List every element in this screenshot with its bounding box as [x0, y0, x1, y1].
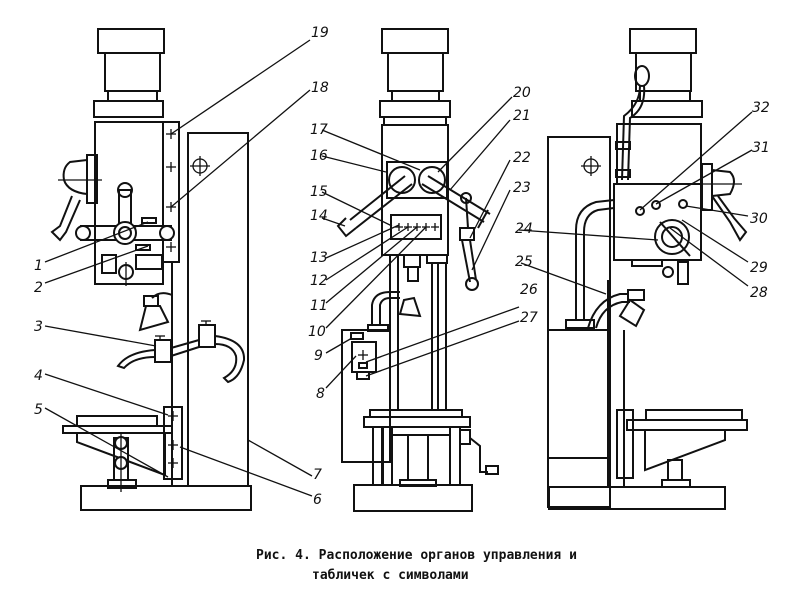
callout-31: 31: [752, 140, 770, 156]
motor-body: [104, 52, 161, 92]
figure-caption-line2: табличек с символами: [312, 568, 469, 583]
callout-4: 4: [34, 368, 43, 384]
callout-22: 22: [513, 150, 531, 166]
callout-10: 10: [308, 324, 326, 340]
callout-20: 20: [513, 85, 531, 101]
callout-5: 5: [34, 402, 43, 418]
front-view: [336, 28, 499, 512]
callout-6: 6: [313, 492, 322, 508]
callout-29: 29: [750, 260, 768, 276]
callout-21: 21: [513, 108, 531, 124]
spindle-head: [94, 121, 164, 285]
callout-13: 13: [310, 250, 328, 266]
callout-32: 32: [752, 100, 770, 116]
callout-8: 8: [316, 386, 325, 402]
callout-9: 9: [314, 348, 323, 364]
base: [80, 485, 252, 511]
callout-2: 2: [34, 280, 43, 296]
left-side-view: [50, 28, 252, 511]
callout-27: 27: [520, 310, 538, 326]
callout-15: 15: [310, 184, 328, 200]
figure-caption-line1: Рис. 4. Расположение органов управления …: [256, 548, 577, 563]
right-side-view: [547, 28, 748, 510]
callout-labels: 1 2 3 4 5 6 7 8 9 10 11 12 13 14 15 16 1…: [34, 25, 770, 508]
callout-16: 16: [310, 148, 328, 164]
callout-28: 28: [750, 285, 768, 301]
callout-30: 30: [750, 211, 768, 227]
callout-1: 1: [34, 258, 43, 274]
motor-ring: [93, 100, 164, 118]
callout-17: 17: [310, 122, 328, 138]
callout-23: 23: [513, 180, 531, 196]
callout-11: 11: [310, 298, 328, 314]
motor-cap: [97, 28, 165, 54]
callout-18: 18: [311, 80, 329, 96]
callout-26: 26: [520, 282, 538, 298]
callout-25: 25: [515, 254, 533, 270]
leader-lines: [44, 39, 753, 497]
callout-19: 19: [311, 25, 329, 41]
callout-12: 12: [310, 273, 328, 289]
callout-3: 3: [34, 319, 43, 335]
motor-flange: [107, 90, 158, 102]
callout-7: 7: [313, 467, 322, 483]
callout-24: 24: [515, 221, 533, 237]
callout-14: 14: [310, 208, 328, 224]
